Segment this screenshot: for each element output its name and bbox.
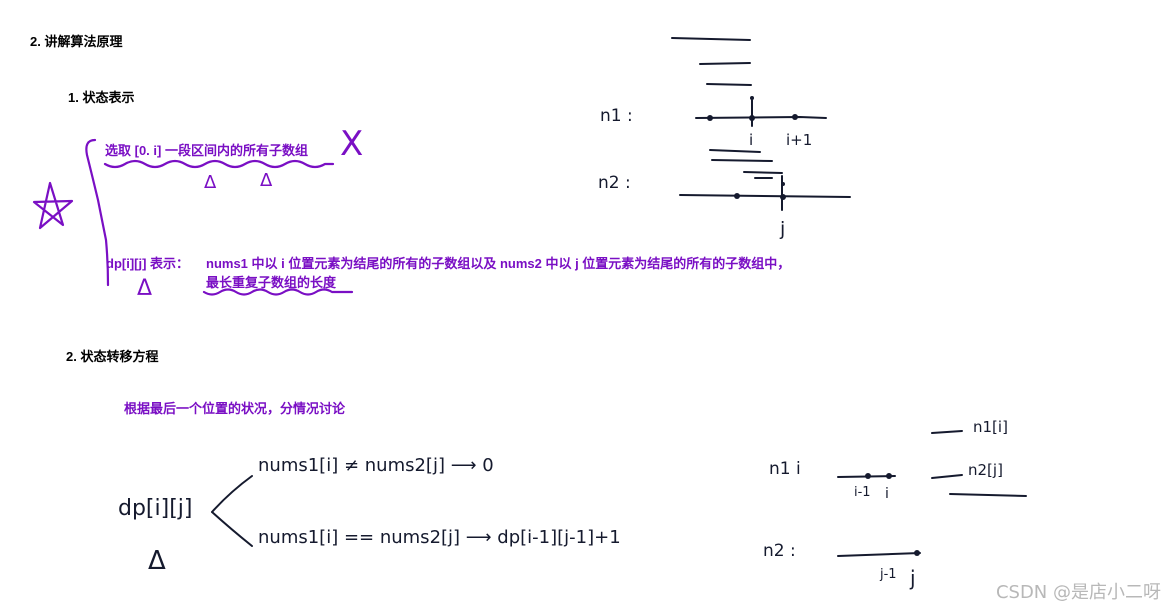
i-label: i: [749, 131, 754, 149]
triangle-mark: Δ: [260, 170, 273, 191]
branch-upper: [211, 475, 253, 513]
dp-left-expression: dp[i][j]: [118, 496, 193, 521]
j-label: j: [780, 218, 786, 240]
section-title: 2. 讲解算法原理: [30, 34, 123, 49]
triangle-mark: Δ: [137, 276, 153, 301]
dp-label: dp[i][j] 表示：: [106, 256, 190, 271]
watermark: CSDN @是店小二呀: [995, 582, 1161, 603]
j-minus-1-label: j-1: [880, 567, 897, 582]
n1i-label: n1 i: [769, 459, 801, 479]
case-equal: nums1[i] == nums2[j] ⟶ dp[i-1][j-1]+1: [258, 527, 621, 548]
dp-description-line1: nums1 中以 i 位置元素为结尾的所有的子数组以及 nums2 中以 j 位…: [206, 256, 791, 271]
n2j-note: n2[j]: [968, 461, 1003, 479]
n2-label: n2 :: [598, 173, 631, 193]
dp-description-line2: 最长重复子数组的长度: [206, 275, 337, 290]
n1i-note: n1[i]: [973, 418, 1008, 436]
n1-label: n1 :: [600, 106, 633, 126]
brace: [85, 138, 110, 287]
branch-lower: [211, 511, 253, 547]
wavy-underline: [103, 159, 335, 169]
j-small-label: j: [910, 566, 916, 590]
i-plus-1-label: i+1: [786, 131, 813, 149]
triangle-mark: Δ: [148, 546, 166, 576]
subsection-title-transition: 2. 状态转移方程: [66, 349, 159, 364]
n2-colon-label: n2 :: [763, 541, 796, 561]
wavy-underline: [202, 288, 354, 296]
cross-mark: X: [340, 124, 364, 164]
i-minus-1-label: i-1: [854, 485, 871, 500]
subsection-title-state: 1. 状态表示: [68, 90, 135, 105]
candidate-text: 选取 [0. i] 一段区间内的所有子数组: [105, 143, 308, 158]
i-small-label: i: [885, 486, 889, 502]
transition-intro: 根据最后一个位置的状况，分情况讨论: [124, 401, 346, 416]
case-unequal: nums1[i] ≠ nums2[j] ⟶ 0: [258, 455, 494, 476]
triangle-mark: Δ: [204, 172, 217, 193]
star-doodle: [32, 181, 74, 230]
